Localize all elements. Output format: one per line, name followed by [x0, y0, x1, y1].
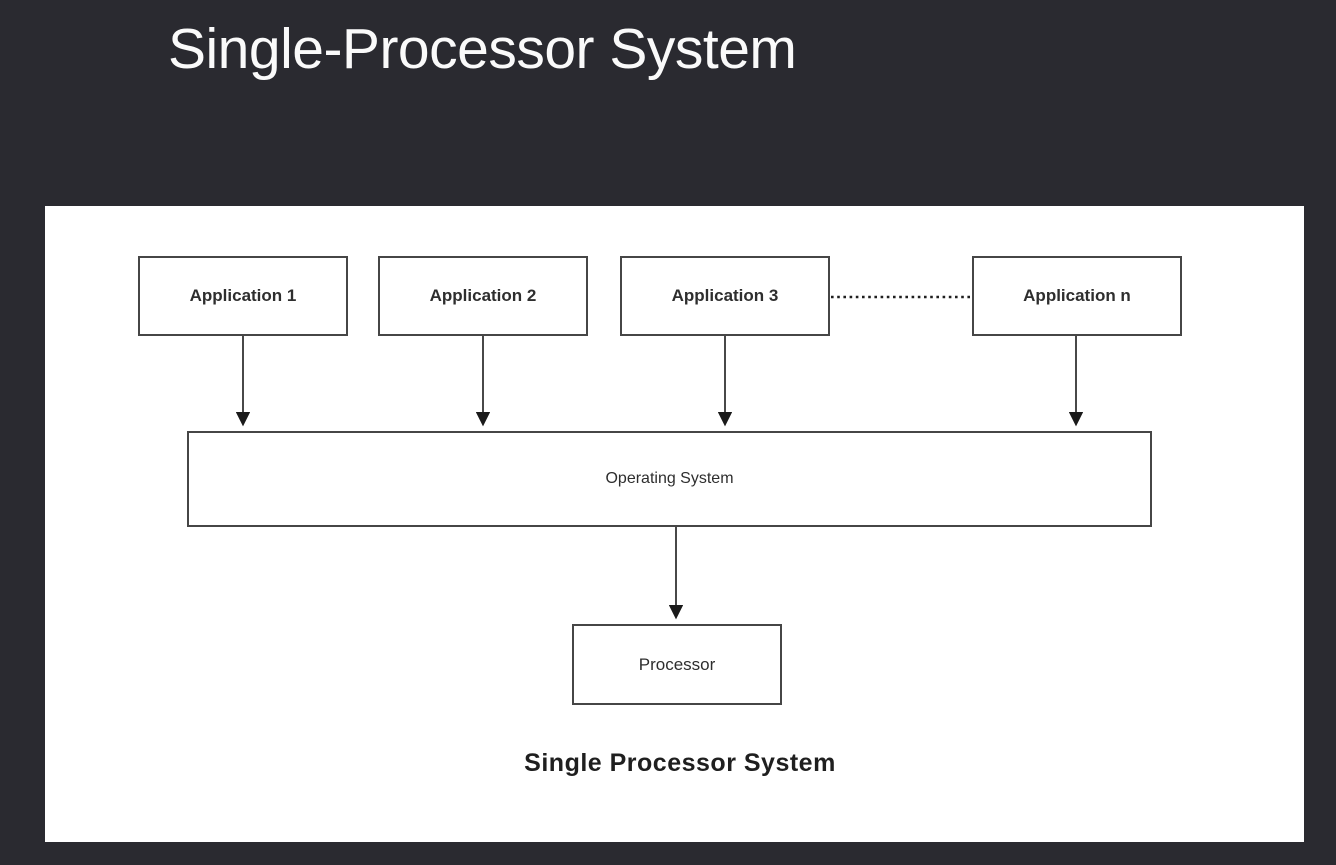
slide-title: Single-Processor System — [168, 17, 797, 81]
diagram-panel: Application 1 Application 2 Application … — [45, 206, 1304, 842]
diagram-caption: Single Processor System — [524, 749, 836, 777]
node-application-2: Application 2 — [378, 256, 588, 336]
node-application-1-label: Application 1 — [189, 286, 297, 305]
node-application-3-label: Application 3 — [671, 286, 779, 305]
node-application-3: Application 3 — [620, 256, 830, 336]
node-operating-system-label: Operating System — [605, 470, 734, 487]
node-operating-system: Operating System — [187, 431, 1152, 527]
node-processor-label: Processor — [638, 654, 716, 674]
node-application-n-label: Application n — [1023, 286, 1131, 305]
node-application-2-label: Application 2 — [429, 286, 537, 305]
node-application-1: Application 1 — [138, 256, 348, 336]
node-application-n: Application n — [972, 256, 1182, 336]
node-processor: Processor — [572, 624, 782, 705]
